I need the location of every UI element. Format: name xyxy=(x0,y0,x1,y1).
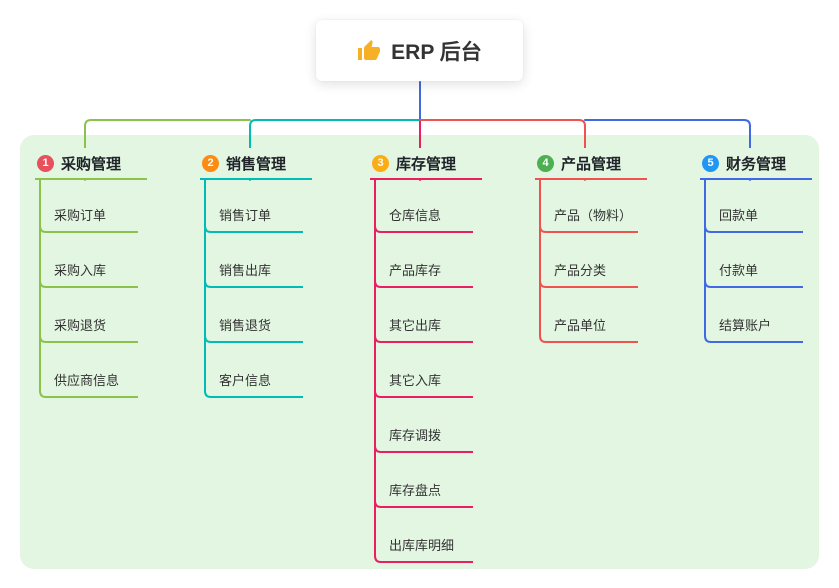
branch-label: 财务管理 xyxy=(726,155,787,173)
root-node[interactable]: ERP 后台 xyxy=(316,20,523,81)
branch-node-2[interactable]: 2 销售管理 xyxy=(200,148,312,180)
child-node[interactable]: 付款单 xyxy=(717,261,803,288)
child-node[interactable]: 出库库明细 xyxy=(387,536,473,563)
branch-number-badge: 4 xyxy=(537,154,554,172)
branch-label: 采购管理 xyxy=(61,155,122,173)
child-node[interactable]: 其它出库 xyxy=(387,316,473,343)
child-node[interactable]: 产品（物料） xyxy=(552,206,638,233)
branch-number-badge: 5 xyxy=(702,154,719,172)
child-node[interactable]: 回款单 xyxy=(717,206,803,233)
child-node[interactable]: 采购订单 xyxy=(52,206,138,233)
thumbs-up-icon xyxy=(358,39,381,60)
branch-number-badge: 1 xyxy=(37,154,54,172)
child-node[interactable]: 产品分类 xyxy=(552,261,638,288)
root-label: ERP 后台 xyxy=(391,40,482,64)
branch-node-5[interactable]: 5 财务管理 xyxy=(700,148,812,180)
child-node[interactable]: 结算账户 xyxy=(717,316,803,343)
branch-node-1[interactable]: 1 采购管理 xyxy=(35,148,147,180)
child-node[interactable]: 仓库信息 xyxy=(387,206,473,233)
branch-node-3[interactable]: 3 库存管理 xyxy=(370,148,482,180)
child-node[interactable]: 销售订单 xyxy=(217,206,303,233)
child-node[interactable]: 产品单位 xyxy=(552,316,638,343)
branch-label: 库存管理 xyxy=(396,155,457,173)
child-node[interactable]: 库存调拨 xyxy=(387,426,473,453)
branches-panel xyxy=(20,135,819,569)
child-node[interactable]: 库存盘点 xyxy=(387,481,473,508)
child-node[interactable]: 供应商信息 xyxy=(52,371,138,398)
branch-number-badge: 2 xyxy=(202,154,219,172)
child-node[interactable]: 产品库存 xyxy=(387,261,473,288)
child-node[interactable]: 销售退货 xyxy=(217,316,303,343)
branch-node-4[interactable]: 4 产品管理 xyxy=(535,148,647,180)
child-node[interactable]: 采购入库 xyxy=(52,261,138,288)
child-node[interactable]: 采购退货 xyxy=(52,316,138,343)
child-node[interactable]: 客户信息 xyxy=(217,371,303,398)
branch-number-badge: 3 xyxy=(372,154,389,172)
child-node[interactable]: 销售出库 xyxy=(217,261,303,288)
branch-label: 产品管理 xyxy=(561,155,622,173)
branch-label: 销售管理 xyxy=(226,155,287,173)
child-node[interactable]: 其它入库 xyxy=(387,371,473,398)
